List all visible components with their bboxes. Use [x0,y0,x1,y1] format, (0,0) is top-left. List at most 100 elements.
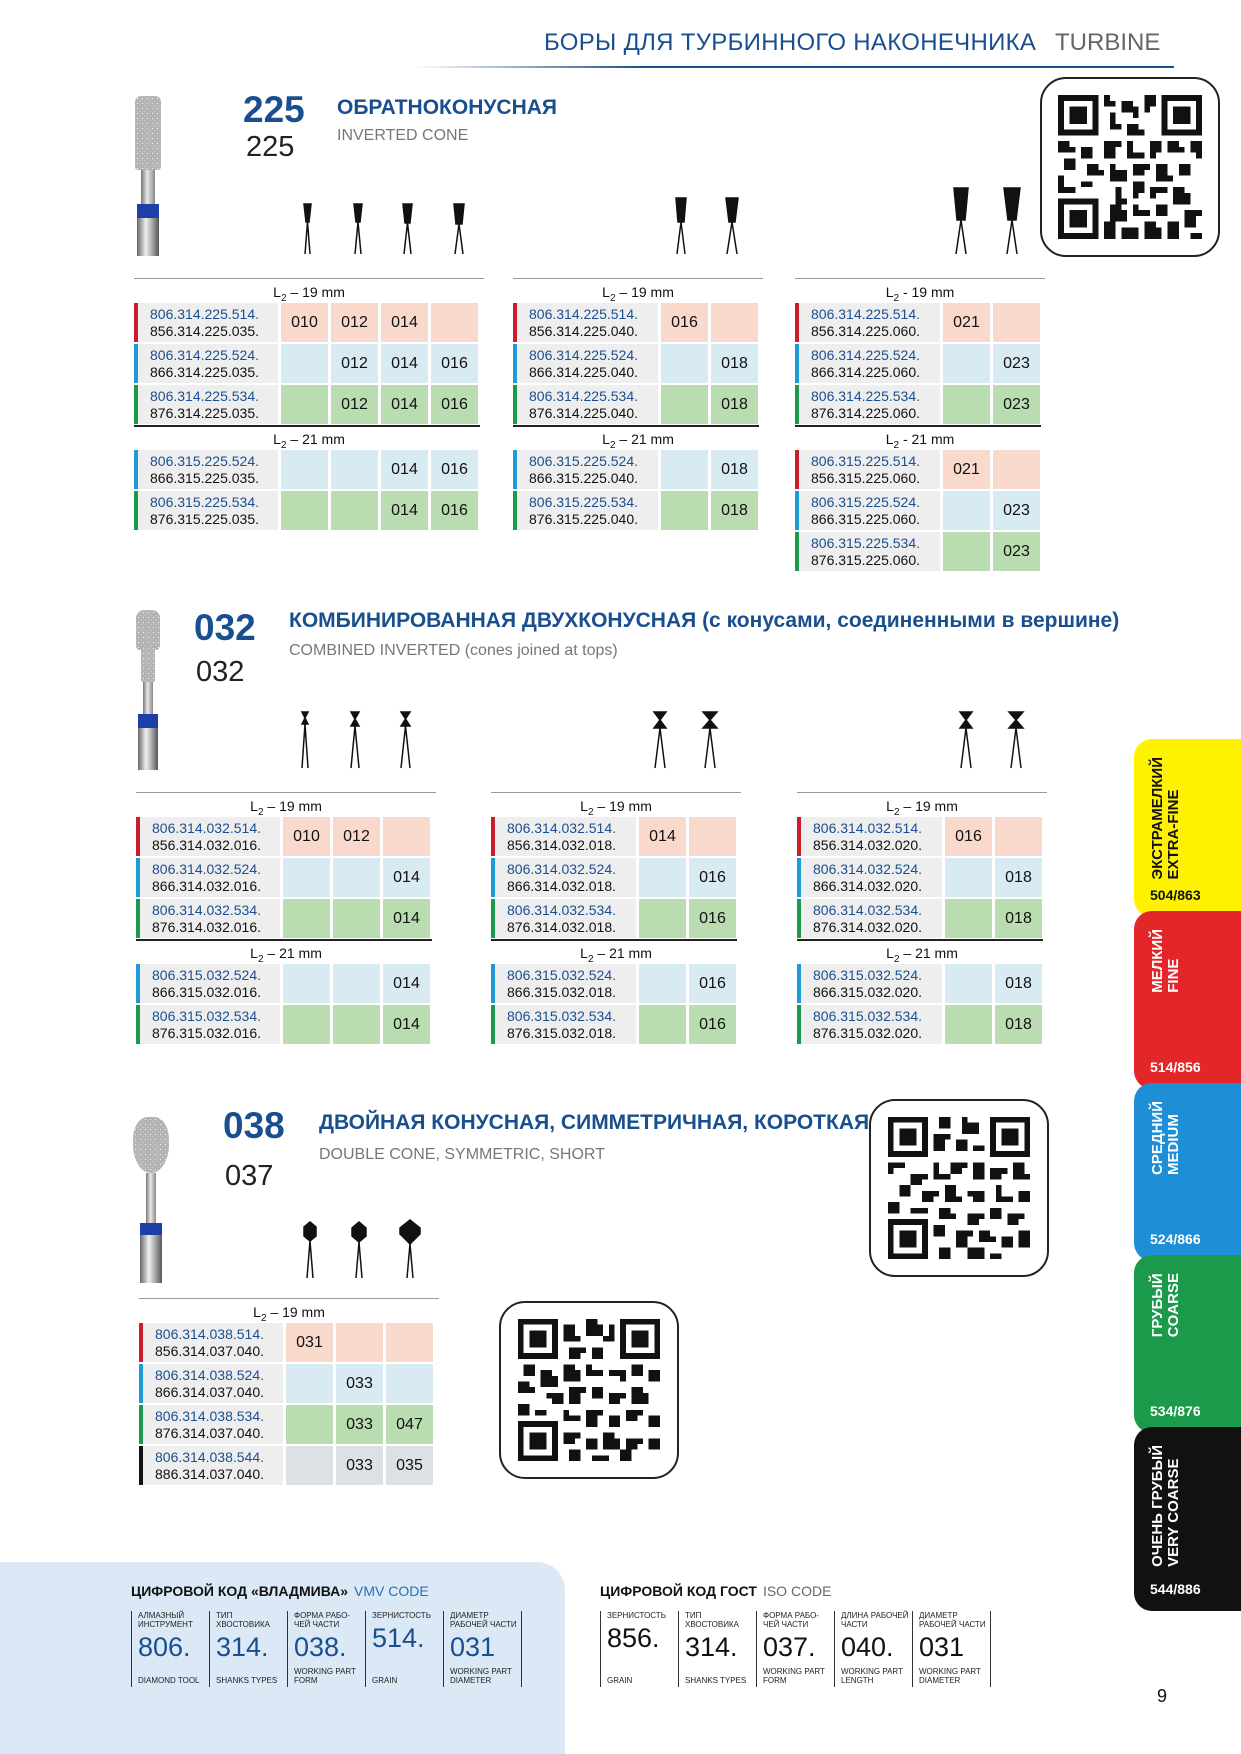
product-code: 806.314.225.534.876.314.225.040. [513,385,658,424]
iso-code: 866.315.225.040. [529,469,638,486]
length-label: L2 – 21 mm [580,945,652,965]
table-row[interactable]: 806.314.225.524.866.314.225.040.018 [513,344,763,383]
table-row[interactable]: 806.315.032.524.866.315.032.020.018 [797,964,1047,1003]
table-cell [639,899,686,938]
qr-code[interactable] [869,1099,1049,1277]
qr-code[interactable] [1040,77,1220,257]
table-row[interactable]: 806.314.032.524.866.314.032.020.018 [797,858,1047,897]
table-cell [281,344,328,383]
table-cell: 023 [993,344,1040,383]
table-row[interactable]: 806.315.225.534.876.315.225.040.018 [513,491,763,530]
table-row[interactable]: 806.314.032.524.866.314.032.018.016 [491,858,741,897]
vmv-code: 806.314.032.534. [507,901,616,918]
bur-shape-icons-225c [953,187,1021,255]
table-row[interactable]: 806.314.032.524.866.314.032.016.014 [136,858,436,897]
vmv-code: 806.315.225.524. [529,452,638,469]
vmv-code: 806.315.032.524. [813,966,922,983]
table-cell [943,344,990,383]
table-cell [945,964,992,1003]
bur-shape-icons-225b [675,197,739,255]
length-label: L2 – 21 mm [602,431,674,451]
table-row[interactable]: 806.314.038.514.856.314.037.040.031 [139,1323,439,1362]
table-row[interactable]: 806.314.225.534.876.314.225.060.023 [795,385,1045,424]
product-code: 806.314.032.534.876.314.032.016. [136,899,280,938]
table-row[interactable]: 806.314.225.514.856.314.225.060.021 [795,303,1045,342]
table-row[interactable]: 806.314.225.514.856.314.225.040.016 [513,303,763,342]
table-cell [383,817,430,856]
table-cell [661,344,708,383]
table-row[interactable]: 806.315.032.534.876.315.032.018.016 [491,1005,741,1044]
vmv-code: 806.314.032.524. [507,860,616,877]
table-row[interactable]: 806.315.225.514.856.315.225.060.021 [795,450,1045,489]
table-row[interactable]: 806.315.225.524.866.315.225.040.018 [513,450,763,489]
iso-code: 866.314.032.020. [813,877,922,894]
table-row[interactable]: 806.315.225.534.876.315.225.060. 023 [795,532,1045,571]
iso-code: 866.314.225.040. [529,363,638,380]
table-row[interactable]: 806.315.032.534.876.315.032.020.018 [797,1005,1047,1044]
table-cell [661,491,708,530]
product-code: 806.315.225.534.876.315.225.060. [795,532,940,571]
table-row[interactable]: 806.315.032.524.866.315.032.018.016 [491,964,741,1003]
product-code: 806.314.225.514.856.314.225.040. [513,303,658,342]
length-label: L2 – 19 mm [253,1304,325,1324]
table-row[interactable]: 806.314.225.524.866.314.225.060.023 [795,344,1045,383]
table-row[interactable]: 806.315.032.534.876.315.032.016.014 [136,1005,436,1044]
qr-code[interactable] [499,1301,679,1479]
table-row[interactable]: 806.314.038.524.866.314.037.040.033 [139,1364,439,1403]
page-header-subtitle: TURBINE [1055,29,1161,56]
section-iso-number: 032 [196,656,245,688]
table-cell [283,964,330,1003]
iso-code: 856.314.225.040. [529,322,638,339]
iso-code: 876.314.225.035. [150,404,259,421]
table-cell: 016 [661,303,708,342]
vmv-code: 806.315.225.524. [811,493,920,510]
table-row[interactable]: 806.315.225.524.866.315.225.060.023 [795,491,1045,530]
table-row[interactable]: 806.314.032.534.876.314.032.016.014 [136,899,436,938]
table-row[interactable]: 806.314.032.534.876.314.032.018.016 [491,899,741,938]
table-cell [661,385,708,424]
iso-code: 866.315.225.060. [811,510,920,527]
table-row[interactable]: 806.314.225.534.876.314.225.040.018 [513,385,763,424]
iso-code: 876.314.225.060. [811,404,920,421]
table-row[interactable]: 806.315.032.524.866.315.032.016.014 [136,964,436,1003]
table-cell: 016 [431,385,478,424]
table-cell [333,899,380,938]
length-label: L2 – 21 mm [250,945,322,965]
product-code: 806.314.032.514.856.314.032.020. [797,817,942,856]
product-code: 806.315.032.534.876.315.032.020. [797,1005,942,1044]
table-cell: 010 [281,303,328,342]
product-code: 806.314.032.534.876.314.032.020. [797,899,942,938]
product-table-038: L2 – 19 mm 806.314.038.514.856.314.037.0… [139,1298,439,1487]
table-row[interactable]: 806.314.032.514.856.314.032.020.016 [797,817,1047,856]
table-cell [281,385,328,424]
table-cell [945,899,992,938]
table-row[interactable]: 806.314.032.514.856.314.032.018.014 [491,817,741,856]
table-cell: 023 [993,532,1040,571]
table-cell [993,303,1040,342]
table-cell [283,1005,330,1044]
product-code: 806.315.225.514.856.315.225.060. [795,450,940,489]
table-cell: 033 [336,1446,383,1485]
bur-shape-icons-225 [303,203,465,255]
table-cell [943,491,990,530]
table-row[interactable]: 806.314.032.534.876.314.032.020.018 [797,899,1047,938]
table-cell: 010 [283,817,330,856]
product-code: 806.314.225.524.866.314.225.035. [134,344,278,383]
table-cell: 016 [945,817,992,856]
table-cell: 014 [639,817,686,856]
